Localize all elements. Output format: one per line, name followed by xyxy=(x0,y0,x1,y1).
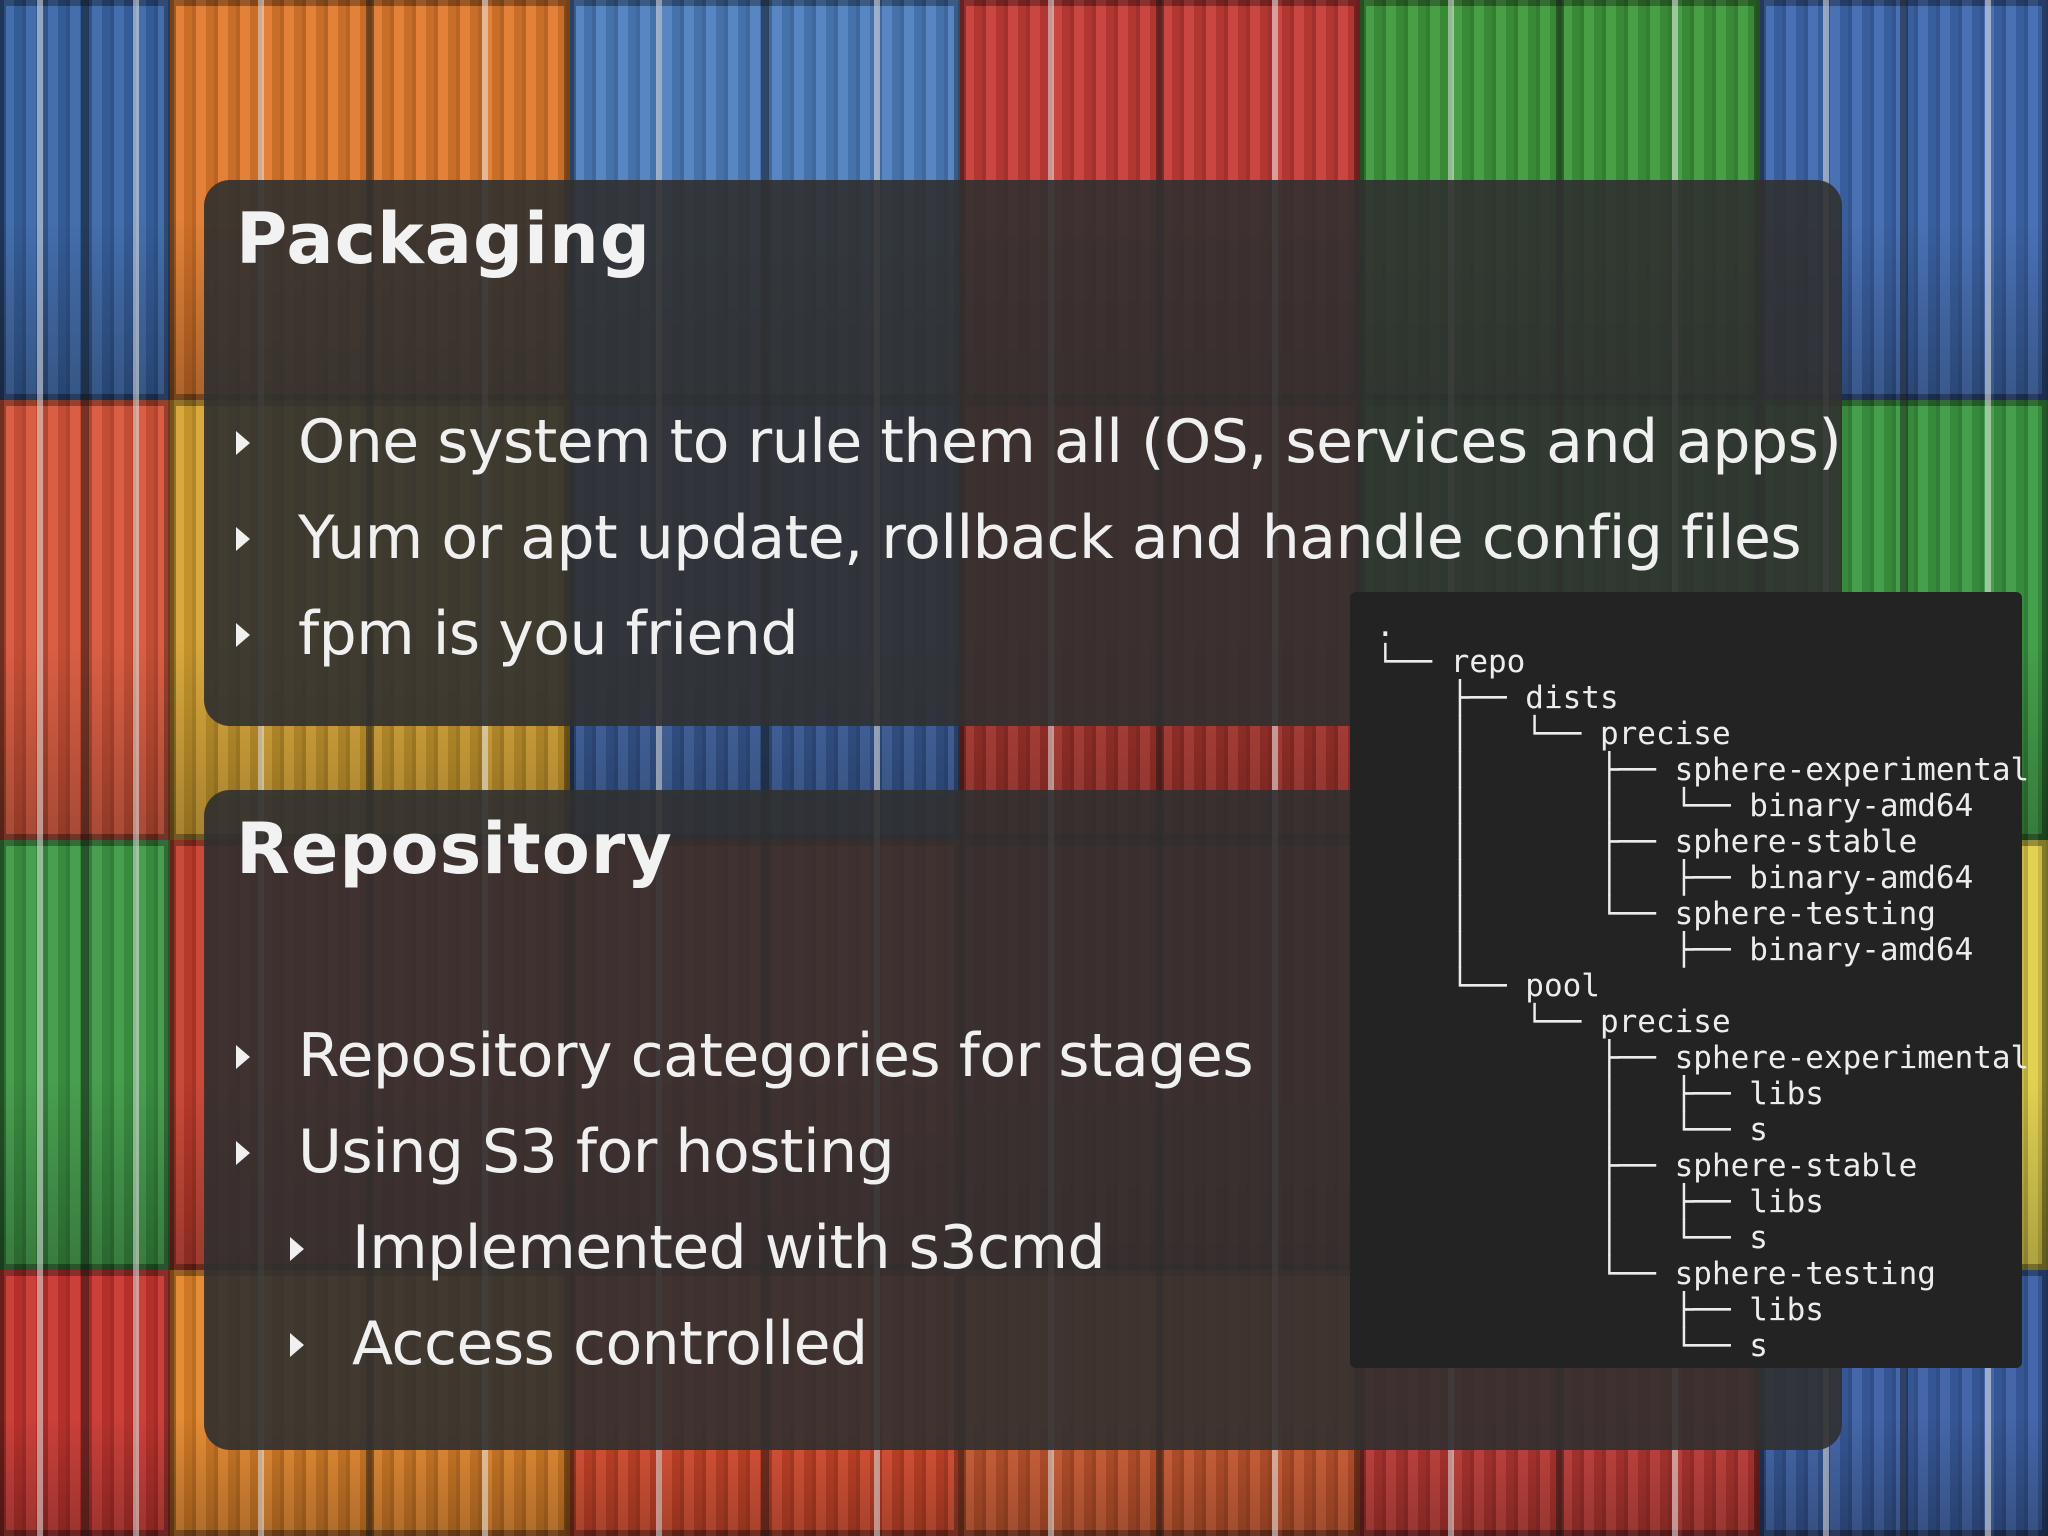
packaging-title: Packaging xyxy=(236,198,651,280)
container-lock-bar xyxy=(1984,1270,1991,1536)
container-lock-bar xyxy=(1984,0,1991,400)
container-lock-bar xyxy=(37,840,44,1270)
bullet-arrow-icon xyxy=(236,1141,250,1165)
packaging-panel: Packaging One system to rule them all (O… xyxy=(204,180,1842,726)
tree-line: │ ├── binary-amd64 xyxy=(1376,932,1974,968)
bullet-arrow-icon xyxy=(290,1333,304,1357)
shipping-container xyxy=(0,840,170,1270)
bullet-arrow-icon xyxy=(290,1237,304,1261)
shipping-container xyxy=(0,400,170,840)
repository-title: Repository xyxy=(236,808,673,890)
tree-line: └── precise xyxy=(1376,1004,1731,1040)
terminal-tree-output: .└── repo ├── dists │ └── precise │ ├── … xyxy=(1350,592,2029,1368)
container-lock-bar xyxy=(132,400,139,840)
tree-line: │ └── sphere-testing xyxy=(1376,896,1936,932)
container-lock-bar xyxy=(132,0,139,400)
tree-line: │ └── s xyxy=(1376,1112,1768,1148)
container-lock-bar xyxy=(37,1270,44,1536)
tree-line: │ │ └── binary-amd64 xyxy=(1376,788,1974,824)
container-lock-bar xyxy=(37,400,44,840)
tree-line: │ ├── sphere-stable xyxy=(1376,824,1918,860)
tree-line: ├── sphere-experimental xyxy=(1376,1040,2030,1076)
tree-line: └── repo xyxy=(1376,644,1526,680)
tree-line: │ │ ├── binary-amd64 xyxy=(1376,860,1974,896)
tree-line: │ └── precise xyxy=(1376,716,1731,752)
bullet-arrow-icon xyxy=(236,1045,250,1069)
tree-line: └── pool xyxy=(1376,968,1600,1004)
bullet-arrow-icon xyxy=(236,623,250,647)
tree-line: └── s xyxy=(1376,1328,1768,1364)
tree-line: │ ├── libs xyxy=(1376,1076,1824,1112)
tree-line: │ └── s xyxy=(1376,1220,1768,1256)
tree-line: ├── sphere-stable xyxy=(1376,1148,1918,1184)
tree-line: . xyxy=(1376,608,1395,644)
container-lock-bar xyxy=(132,1270,139,1536)
bullet-arrow-icon xyxy=(236,527,250,551)
container-lock-bar xyxy=(132,840,139,1270)
shipping-container xyxy=(0,1270,170,1536)
directory-tree: .└── repo ├── dists │ └── precise │ ├── … xyxy=(1376,608,2029,1364)
container-lock-bar xyxy=(37,0,44,400)
tree-line: ├── libs xyxy=(1376,1292,1824,1328)
bullet-arrow-icon xyxy=(236,431,250,455)
tree-line: ├── dists xyxy=(1376,680,1619,716)
shipping-container xyxy=(0,0,170,400)
tree-line: └── sphere-testing xyxy=(1376,1256,1936,1292)
tree-line: │ ├── libs xyxy=(1376,1184,1824,1220)
tree-line: │ ├── sphere-experimental xyxy=(1376,752,2030,788)
